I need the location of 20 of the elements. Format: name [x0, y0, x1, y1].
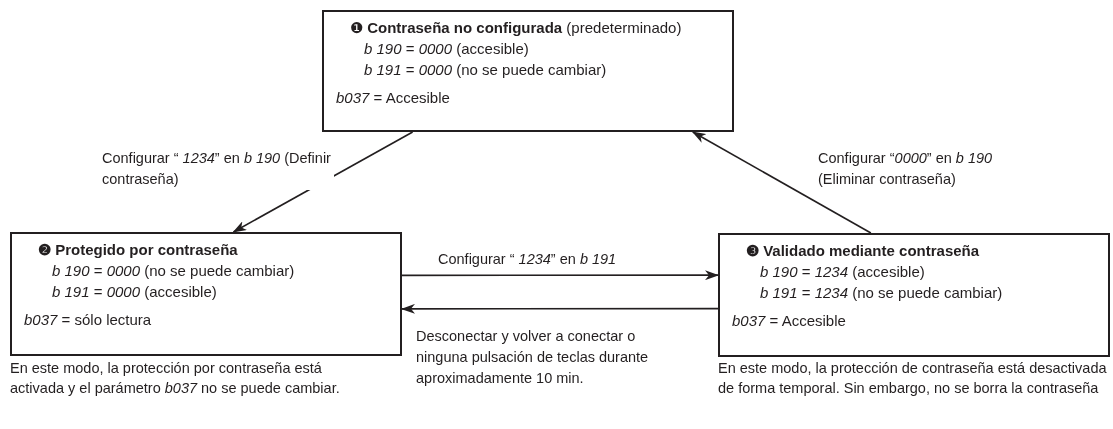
parameter-text: b 190 = 0000 (no se puede cambiar): [51, 261, 296, 281]
state-box: [718, 233, 1110, 357]
state-box: [10, 232, 402, 356]
state-title: ❷ Protegido por contraseña: [37, 240, 239, 260]
parameter-text: b037 = sólo lectura: [24, 310, 153, 330]
parameter-text: b037 = Accesible: [732, 311, 847, 331]
state-note: En este modo, la protección por contraseña está activada y el parámetro b037 no se puede cambiar.: [10, 359, 341, 398]
state-box: [322, 10, 734, 132]
arrow: [401, 270, 719, 281]
arrow: [401, 303, 719, 314]
parameter-text: b 190 = 0000 (accesible): [363, 39, 530, 59]
arrow: [691, 131, 872, 234]
parameter-text: b 191 = 1234 (no se puede cambiar): [759, 283, 1004, 303]
state-note: En este modo, la protección de contraseña está desactivada de forma temporal. Sin embargo, no se borra la contraseña: [718, 359, 1108, 398]
parameter-text: b037 = Accesible: [336, 88, 451, 108]
parameter-text: b 190 = 1234 (accesible): [759, 262, 926, 282]
state-title: ❸ Validado mediante contraseña: [745, 241, 981, 261]
parameter-text: b 191 = 0000 (accesible): [51, 282, 218, 302]
state-title: ❶ Contraseña no configurada (predeterminado): [349, 18, 683, 38]
parameter-text: b 191 = 0000 (no se puede cambiar): [363, 60, 608, 80]
